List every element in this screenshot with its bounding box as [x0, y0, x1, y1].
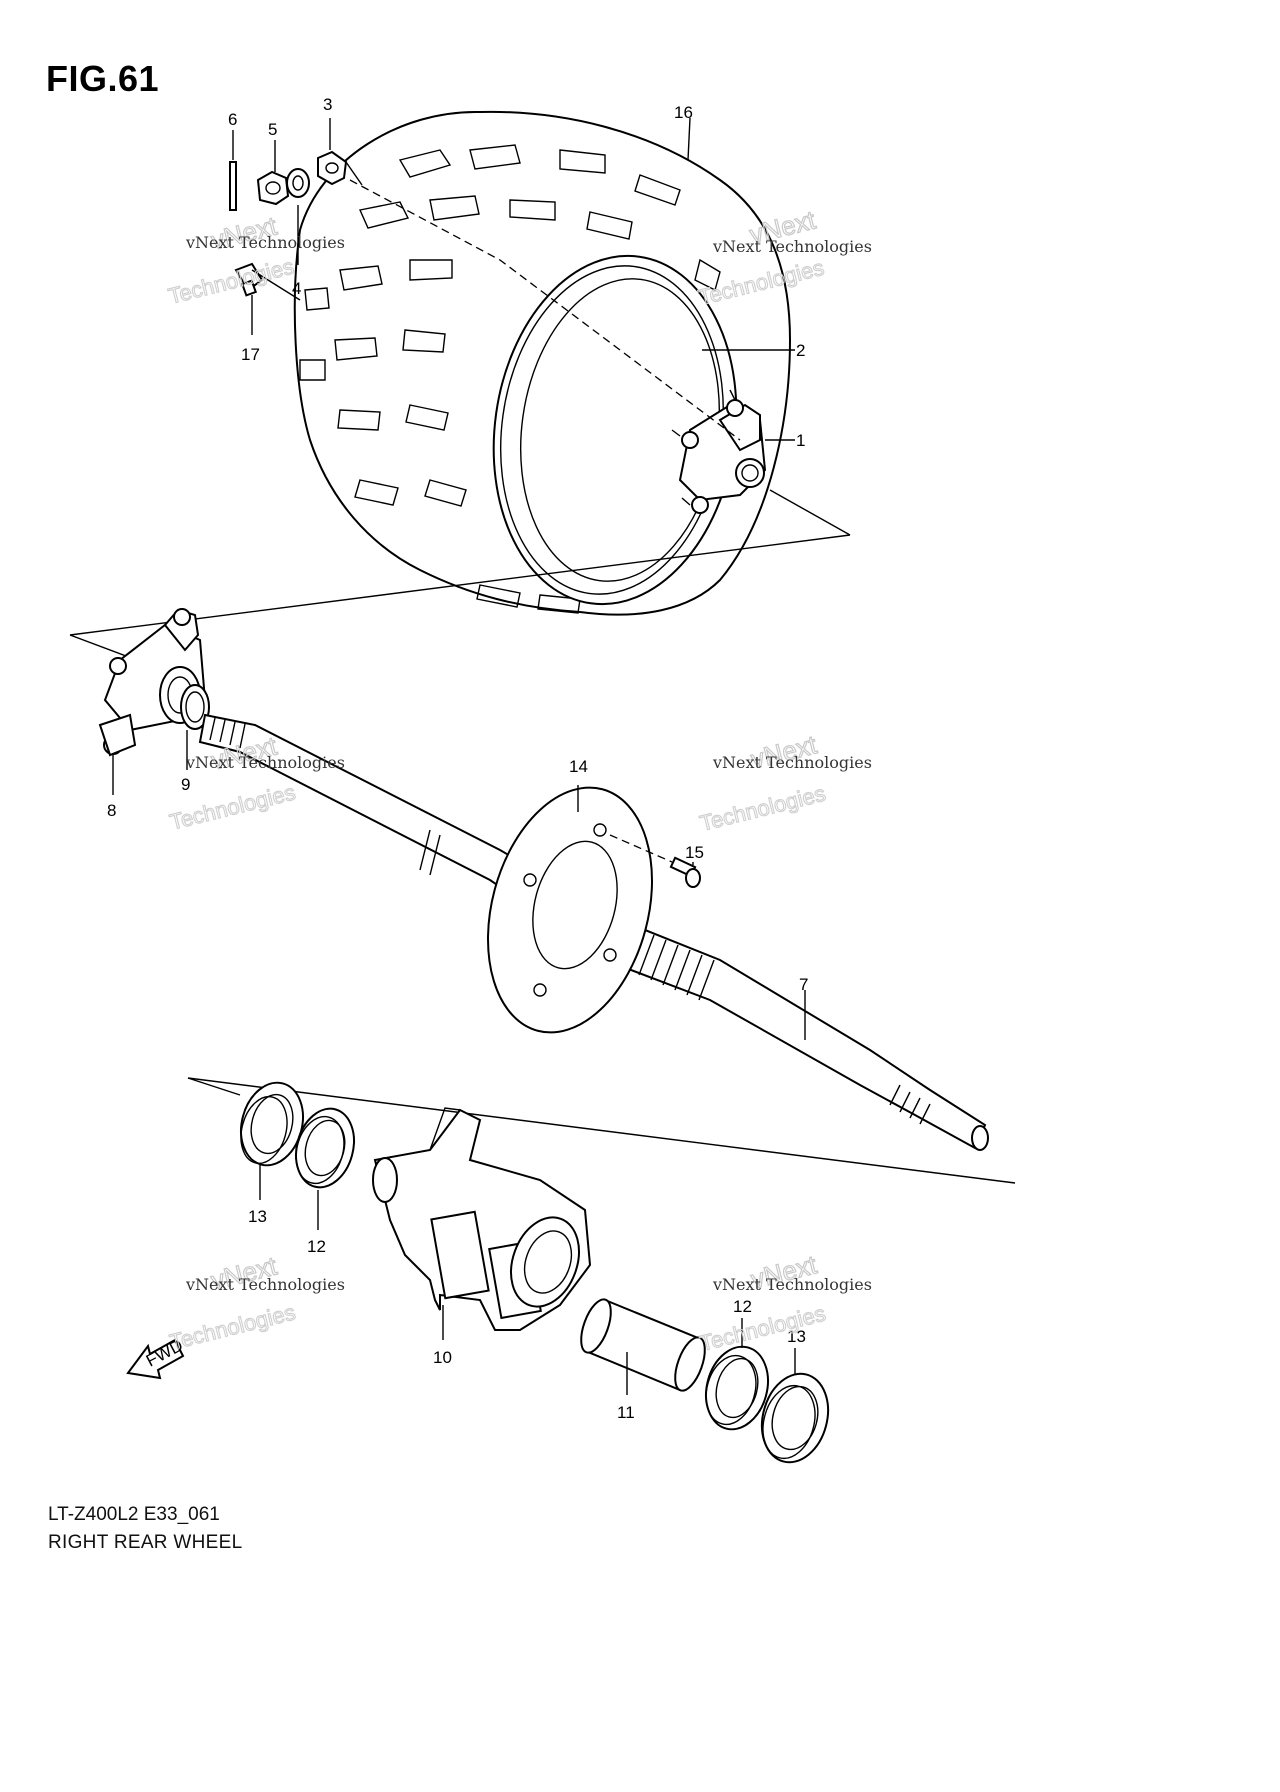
watermark-bottom-left: vNext Technologies	[167, 1250, 299, 1355]
axle-housing[interactable]	[372, 1107, 592, 1331]
watermark-mid-right: vNext Technologies	[697, 729, 829, 837]
callout-10: 10	[433, 1348, 452, 1367]
cotter-pin[interactable]	[229, 161, 237, 211]
svg-text:Technologies: Technologies	[697, 1301, 828, 1356]
wheel-nut[interactable]	[317, 150, 348, 186]
callout-14: 14	[569, 757, 588, 776]
svg-text:Technologies: Technologies	[166, 254, 297, 309]
watermark-text-top-right: vNext Technologies	[712, 237, 872, 256]
callout-9: 9	[181, 775, 190, 794]
callout-12-left: 12	[307, 1237, 326, 1256]
figure-title: FIG.61	[46, 58, 160, 99]
watermark-text-mid-right: vNext Technologies	[712, 753, 872, 772]
svg-text:Technologies: Technologies	[167, 1299, 298, 1354]
callout-6: 6	[228, 110, 237, 129]
valve-stem[interactable]	[234, 262, 264, 297]
rear-hub[interactable]	[98, 608, 207, 757]
callouts: 1 2 3 4 5 6 7 8 9 10 11 12 12 13 13 14 1…	[107, 95, 808, 1422]
wheel-hub[interactable]	[671, 389, 767, 514]
callout-17: 17	[241, 345, 260, 364]
axle-splines-inner	[209, 717, 246, 749]
lead-3	[345, 161, 363, 186]
hub-nut[interactable]	[256, 170, 290, 206]
svg-text:Technologies: Technologies	[697, 781, 828, 836]
callout-2: 2	[796, 341, 805, 360]
oil-seal-left[interactable]	[232, 1076, 312, 1173]
disc-bolt[interactable]	[669, 856, 701, 888]
tire-assembly	[293, 110, 792, 616]
model-code: LT-Z400L2 E33_061	[48, 1504, 220, 1525]
watermark-text-bottom-left: vNext Technologies	[185, 1275, 345, 1294]
watermark-text-bottom-right: vNext Technologies	[712, 1275, 872, 1294]
callout-1: 1	[796, 431, 805, 450]
callout-3: 3	[323, 95, 332, 114]
callout-5: 5	[268, 120, 277, 139]
o-ring[interactable]	[180, 684, 210, 730]
perspective-plane-lower	[187, 1077, 1016, 1184]
callout-13-right: 13	[787, 1327, 806, 1346]
callout-15: 15	[685, 843, 704, 862]
callout-8: 8	[107, 801, 116, 820]
bearing-left[interactable]	[288, 1102, 363, 1194]
callout-7: 7	[799, 975, 808, 994]
callout-13-left: 13	[248, 1207, 267, 1226]
callout-11: 11	[617, 1403, 635, 1422]
tire-tread	[299, 144, 721, 614]
leader-lines	[112, 117, 806, 1395]
alignment-line-top	[349, 179, 741, 441]
washer[interactable]	[286, 168, 310, 198]
axle-end	[971, 1125, 989, 1151]
watermark-bottom-right: vNext Technologies	[697, 1249, 829, 1357]
watermark-text-top-left: vNext Technologies	[185, 233, 345, 252]
oil-seal-right[interactable]	[752, 1366, 837, 1469]
alignment-line-bolt	[609, 834, 673, 863]
bearing-right[interactable]	[697, 1340, 777, 1437]
section-name: RIGHT REAR WHEEL	[48, 1532, 243, 1553]
axle-splines-outer	[889, 1084, 931, 1125]
watermark-top-left: vNext Technologies	[165, 210, 297, 310]
watermark-text-mid-left: vNext Technologies	[185, 753, 345, 772]
callout-12-right: 12	[733, 1297, 752, 1316]
callout-16: 16	[674, 103, 693, 122]
spacer-tube[interactable]	[575, 1296, 711, 1395]
brake-disc[interactable]	[462, 769, 677, 1051]
callout-4: 4	[292, 279, 301, 298]
